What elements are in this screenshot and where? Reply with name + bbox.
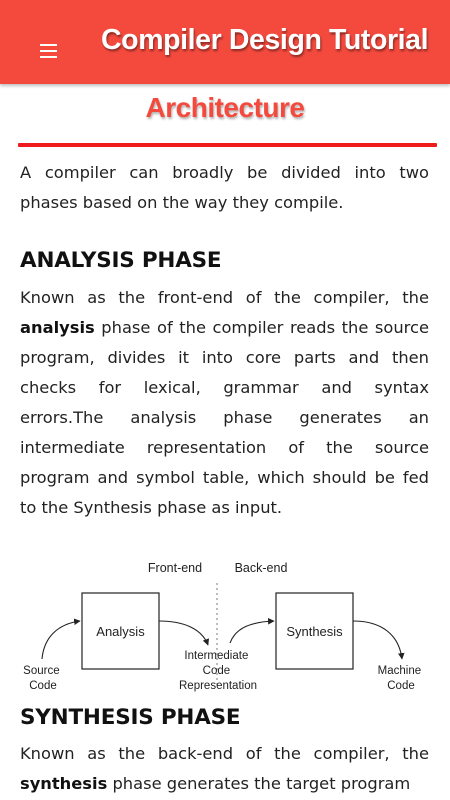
heading-divider	[18, 143, 437, 147]
app-title: Compiler Design Tutorial	[101, 24, 429, 56]
synthesis-bold-term: synthesis	[20, 774, 108, 793]
analysis-bold-term: analysis	[20, 318, 95, 337]
intermediate-to-synthesis-arrow	[229, 617, 275, 644]
intermediate-line3: Representation	[179, 680, 257, 692]
analysis-phase-paragraph: Known as the front-end of the compiler, …	[20, 283, 429, 523]
machine-code-label: Machine Code	[378, 665, 425, 692]
synthesis-box	[275, 592, 354, 670]
analysis-text-before: Known as the front-end of the compiler, …	[20, 288, 429, 307]
compiler-architecture-diagram: Front-end Back-end Analysis Synthesis So…	[23, 561, 425, 692]
synthesis-to-machine-arrow	[352, 620, 405, 660]
back-end-label: Back-end	[235, 561, 288, 575]
source-code-line1: Source	[23, 665, 59, 677]
front-end-label: Front-end	[148, 561, 202, 575]
analysis-to-intermediate-arrow	[158, 620, 209, 646]
intermediate-label: Intermediate Code Representation	[179, 650, 257, 692]
intermediate-line2: Code	[203, 665, 231, 677]
source-to-analysis-arrow	[41, 618, 81, 660]
source-code-line2: Code	[29, 680, 57, 692]
app-bar: Compiler Design Tutorial	[0, 0, 450, 84]
page-heading: Architecture	[145, 92, 305, 123]
analysis-box	[81, 592, 160, 670]
synthesis-phase-heading: SYNTHESIS PHASE	[20, 705, 241, 730]
synthesis-phase-paragraph: Known as the back-end of the compiler, t…	[20, 739, 429, 799]
synthesis-box-label: Synthesis	[286, 624, 343, 639]
analysis-box-label: Analysis	[96, 624, 145, 639]
analysis-text-after: phase of the compiler reads the source p…	[20, 318, 429, 517]
hamburger-menu-icon[interactable]	[40, 44, 57, 58]
intro-paragraph: A compiler can broadly be divided into t…	[20, 163, 429, 212]
source-code-label: Source Code	[23, 665, 63, 692]
synthesis-text-after: phase generates the target program	[107, 774, 411, 793]
machine-code-line1: Machine	[378, 665, 421, 677]
intermediate-line1: Intermediate	[184, 650, 248, 662]
analysis-phase-heading: ANALYSIS PHASE	[20, 248, 222, 273]
synthesis-text-before: Known as the back-end of the compiler, t…	[20, 744, 429, 763]
machine-code-line2: Code	[387, 680, 415, 692]
